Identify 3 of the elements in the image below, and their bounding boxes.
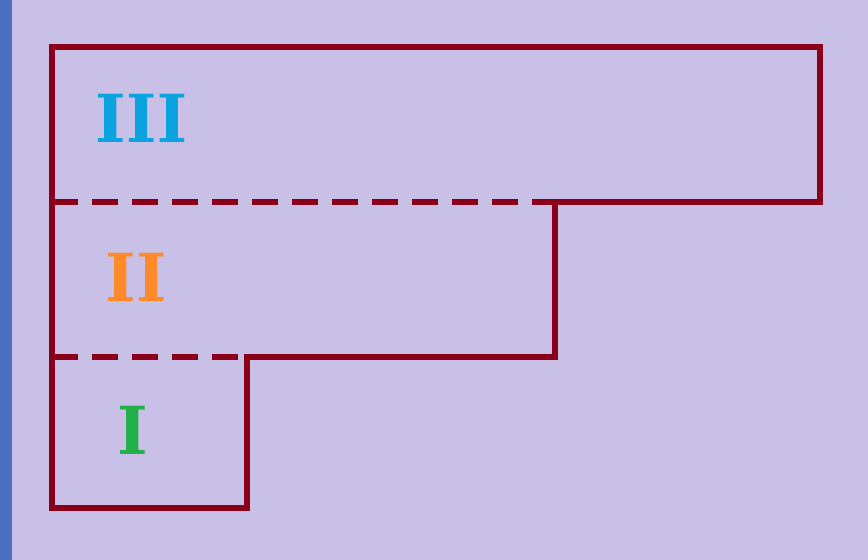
- roman-numeral: III: [95, 86, 188, 152]
- roman-numeral: I: [117, 398, 148, 464]
- roman-numeral: II: [105, 245, 167, 311]
